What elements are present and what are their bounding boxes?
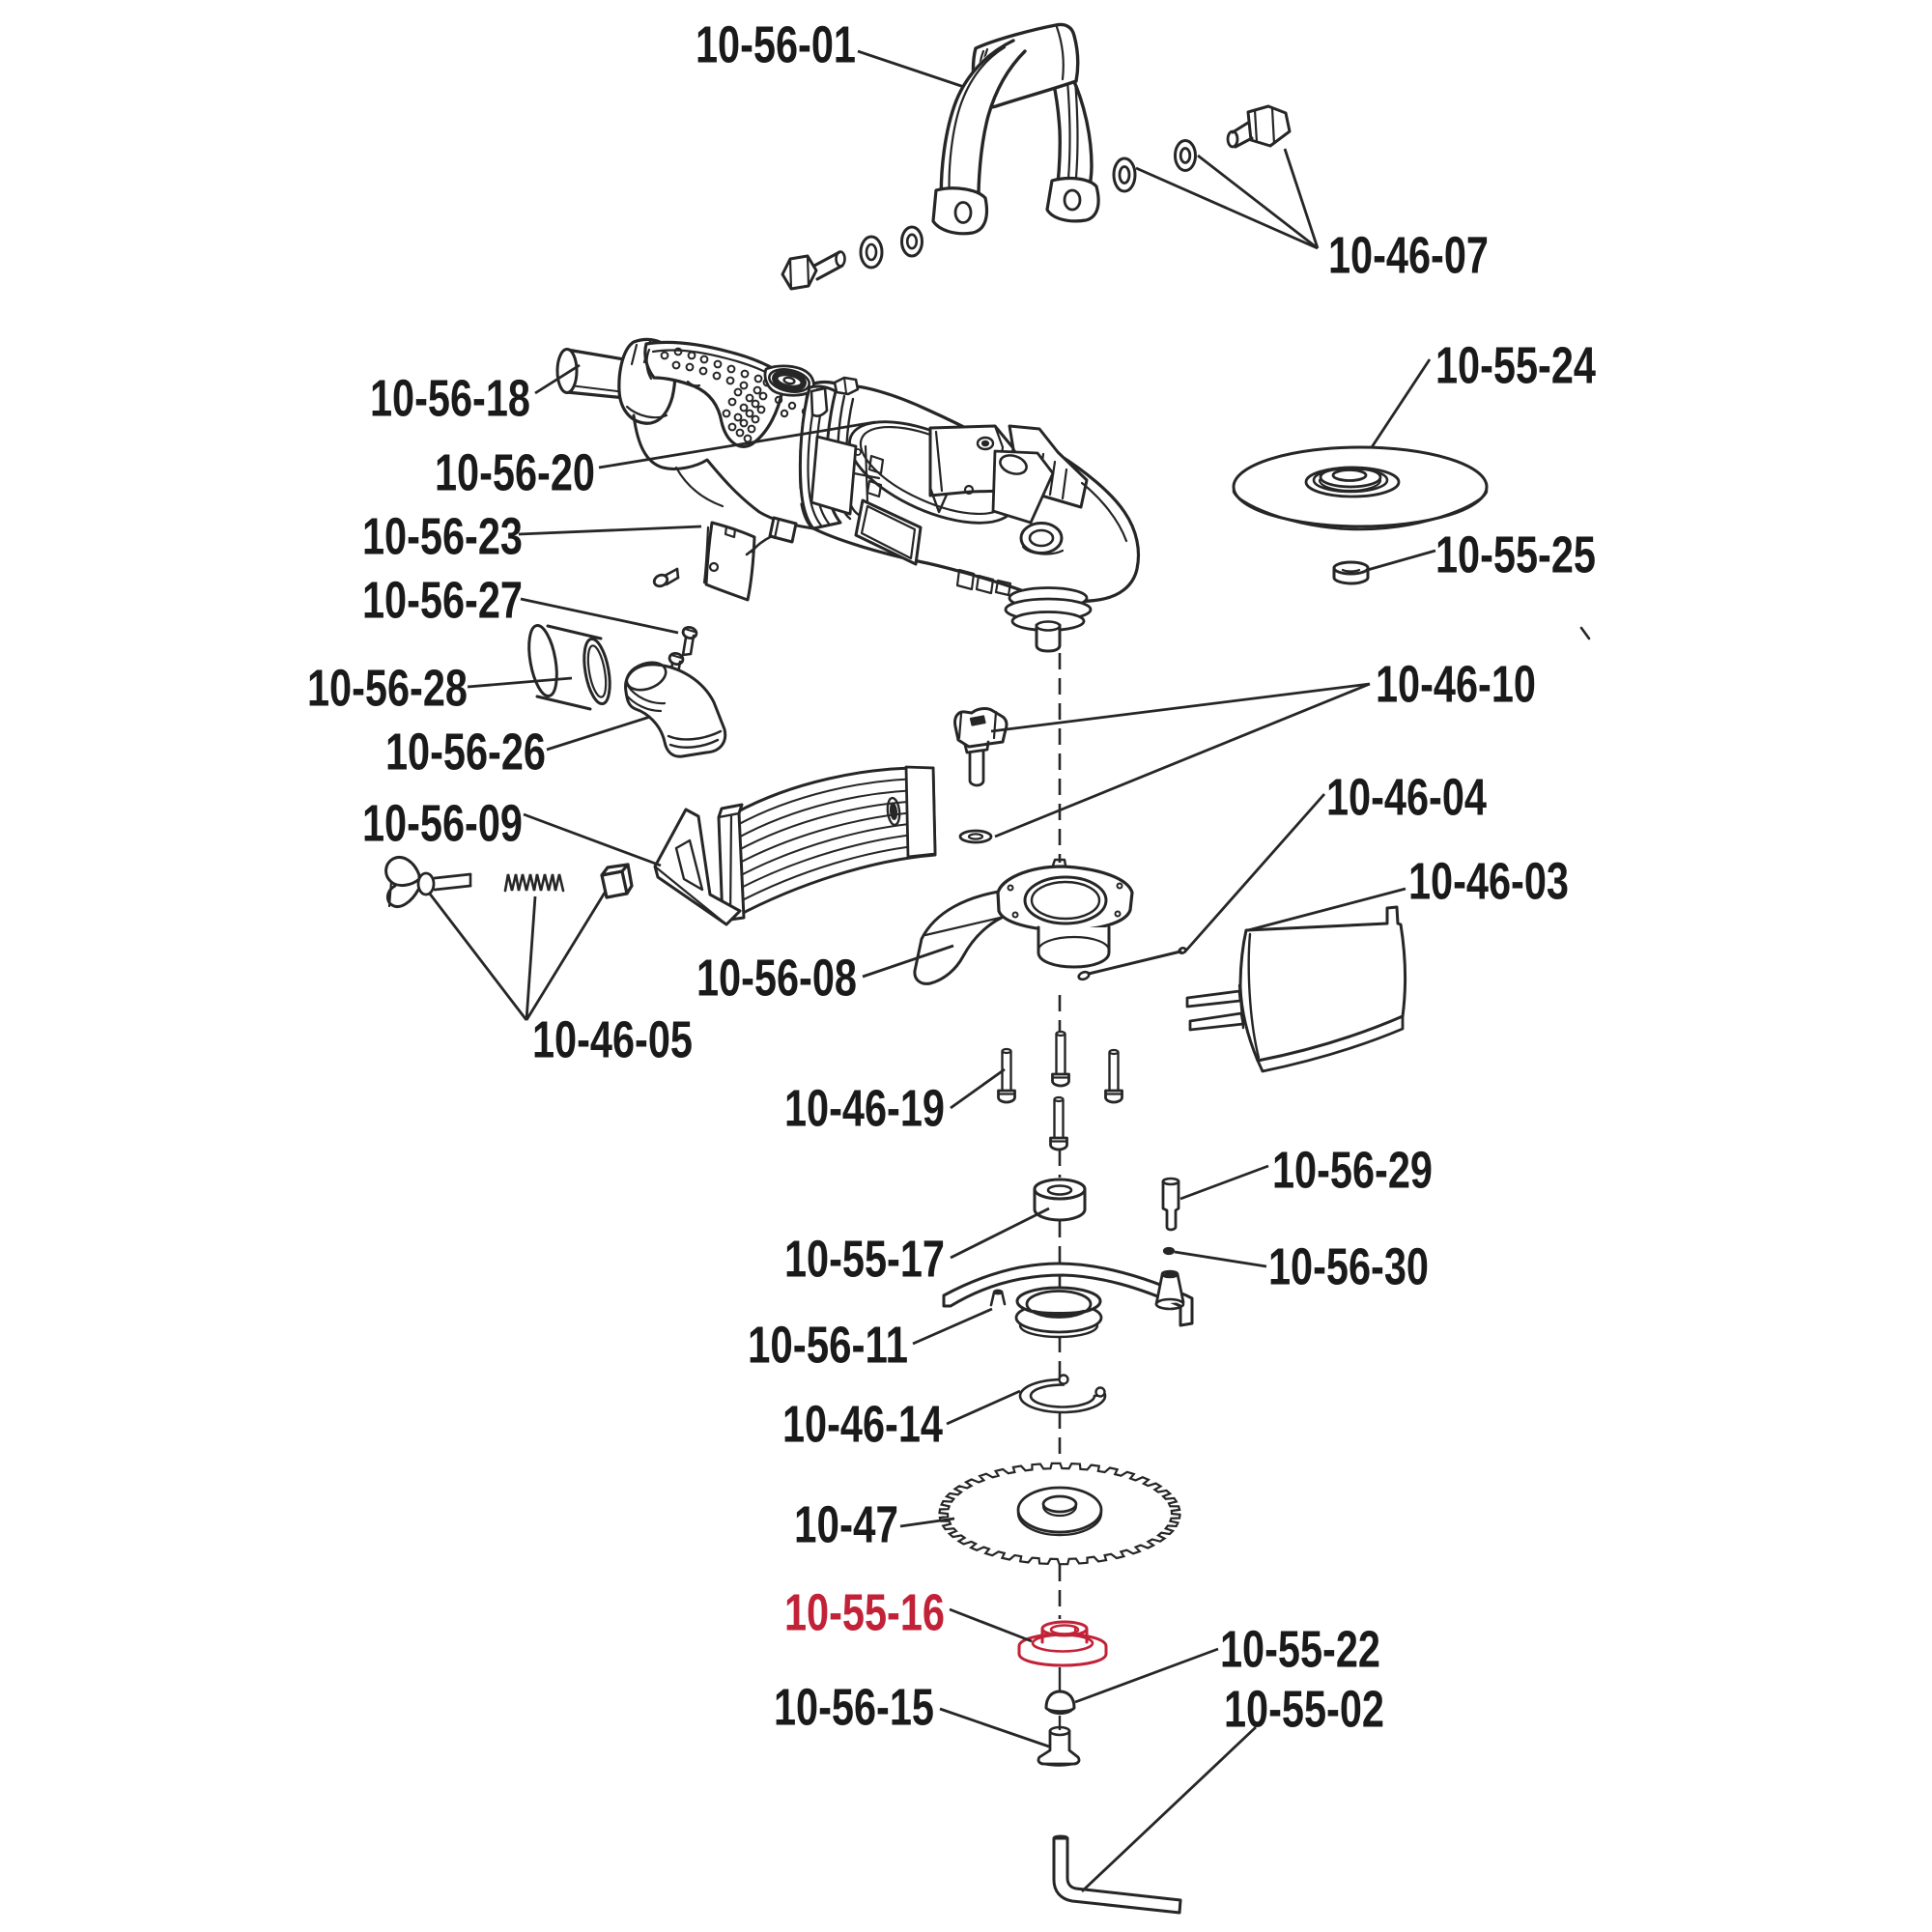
svg-text:10-56-20: 10-56-20: [435, 444, 595, 502]
svg-text:10-56-27: 10-56-27: [362, 572, 523, 630]
svg-text:10-56-23: 10-56-23: [362, 508, 523, 566]
svg-text:10-46-04: 10-46-04: [1326, 769, 1487, 827]
svg-text:10-56-26: 10-56-26: [385, 724, 546, 781]
svg-text:10-56-30: 10-56-30: [1268, 1238, 1429, 1296]
svg-text:10-46-10: 10-46-10: [1376, 656, 1536, 714]
svg-text:10-46-05: 10-46-05: [532, 1011, 693, 1069]
svg-text:10-56-01: 10-56-01: [696, 16, 856, 74]
svg-text:10-55-25: 10-55-25: [1435, 526, 1596, 584]
svg-text:10-55-02: 10-55-02: [1224, 1681, 1384, 1739]
svg-text:10-47: 10-47: [794, 1496, 898, 1554]
svg-text:10-46-07: 10-46-07: [1328, 227, 1489, 285]
svg-text:10-46-19: 10-46-19: [784, 1080, 945, 1138]
svg-text:10-46-03: 10-46-03: [1408, 853, 1569, 911]
svg-text:10-55-22: 10-55-22: [1220, 1621, 1380, 1679]
svg-text:10-55-17: 10-55-17: [784, 1231, 945, 1289]
svg-text:10-46-14: 10-46-14: [782, 1396, 943, 1454]
svg-text:10-56-15: 10-56-15: [774, 1679, 934, 1737]
svg-text:10-55-24: 10-55-24: [1435, 337, 1596, 395]
svg-text:10-55-16: 10-55-16: [784, 1584, 945, 1642]
svg-text:10-56-29: 10-56-29: [1272, 1142, 1433, 1200]
svg-text:10-56-08: 10-56-08: [696, 950, 857, 1008]
svg-text:10-56-28: 10-56-28: [307, 660, 468, 718]
svg-text:10-56-09: 10-56-09: [362, 795, 523, 853]
svg-text:10-56-11: 10-56-11: [748, 1317, 908, 1375]
svg-text:10-56-18: 10-56-18: [370, 370, 530, 428]
